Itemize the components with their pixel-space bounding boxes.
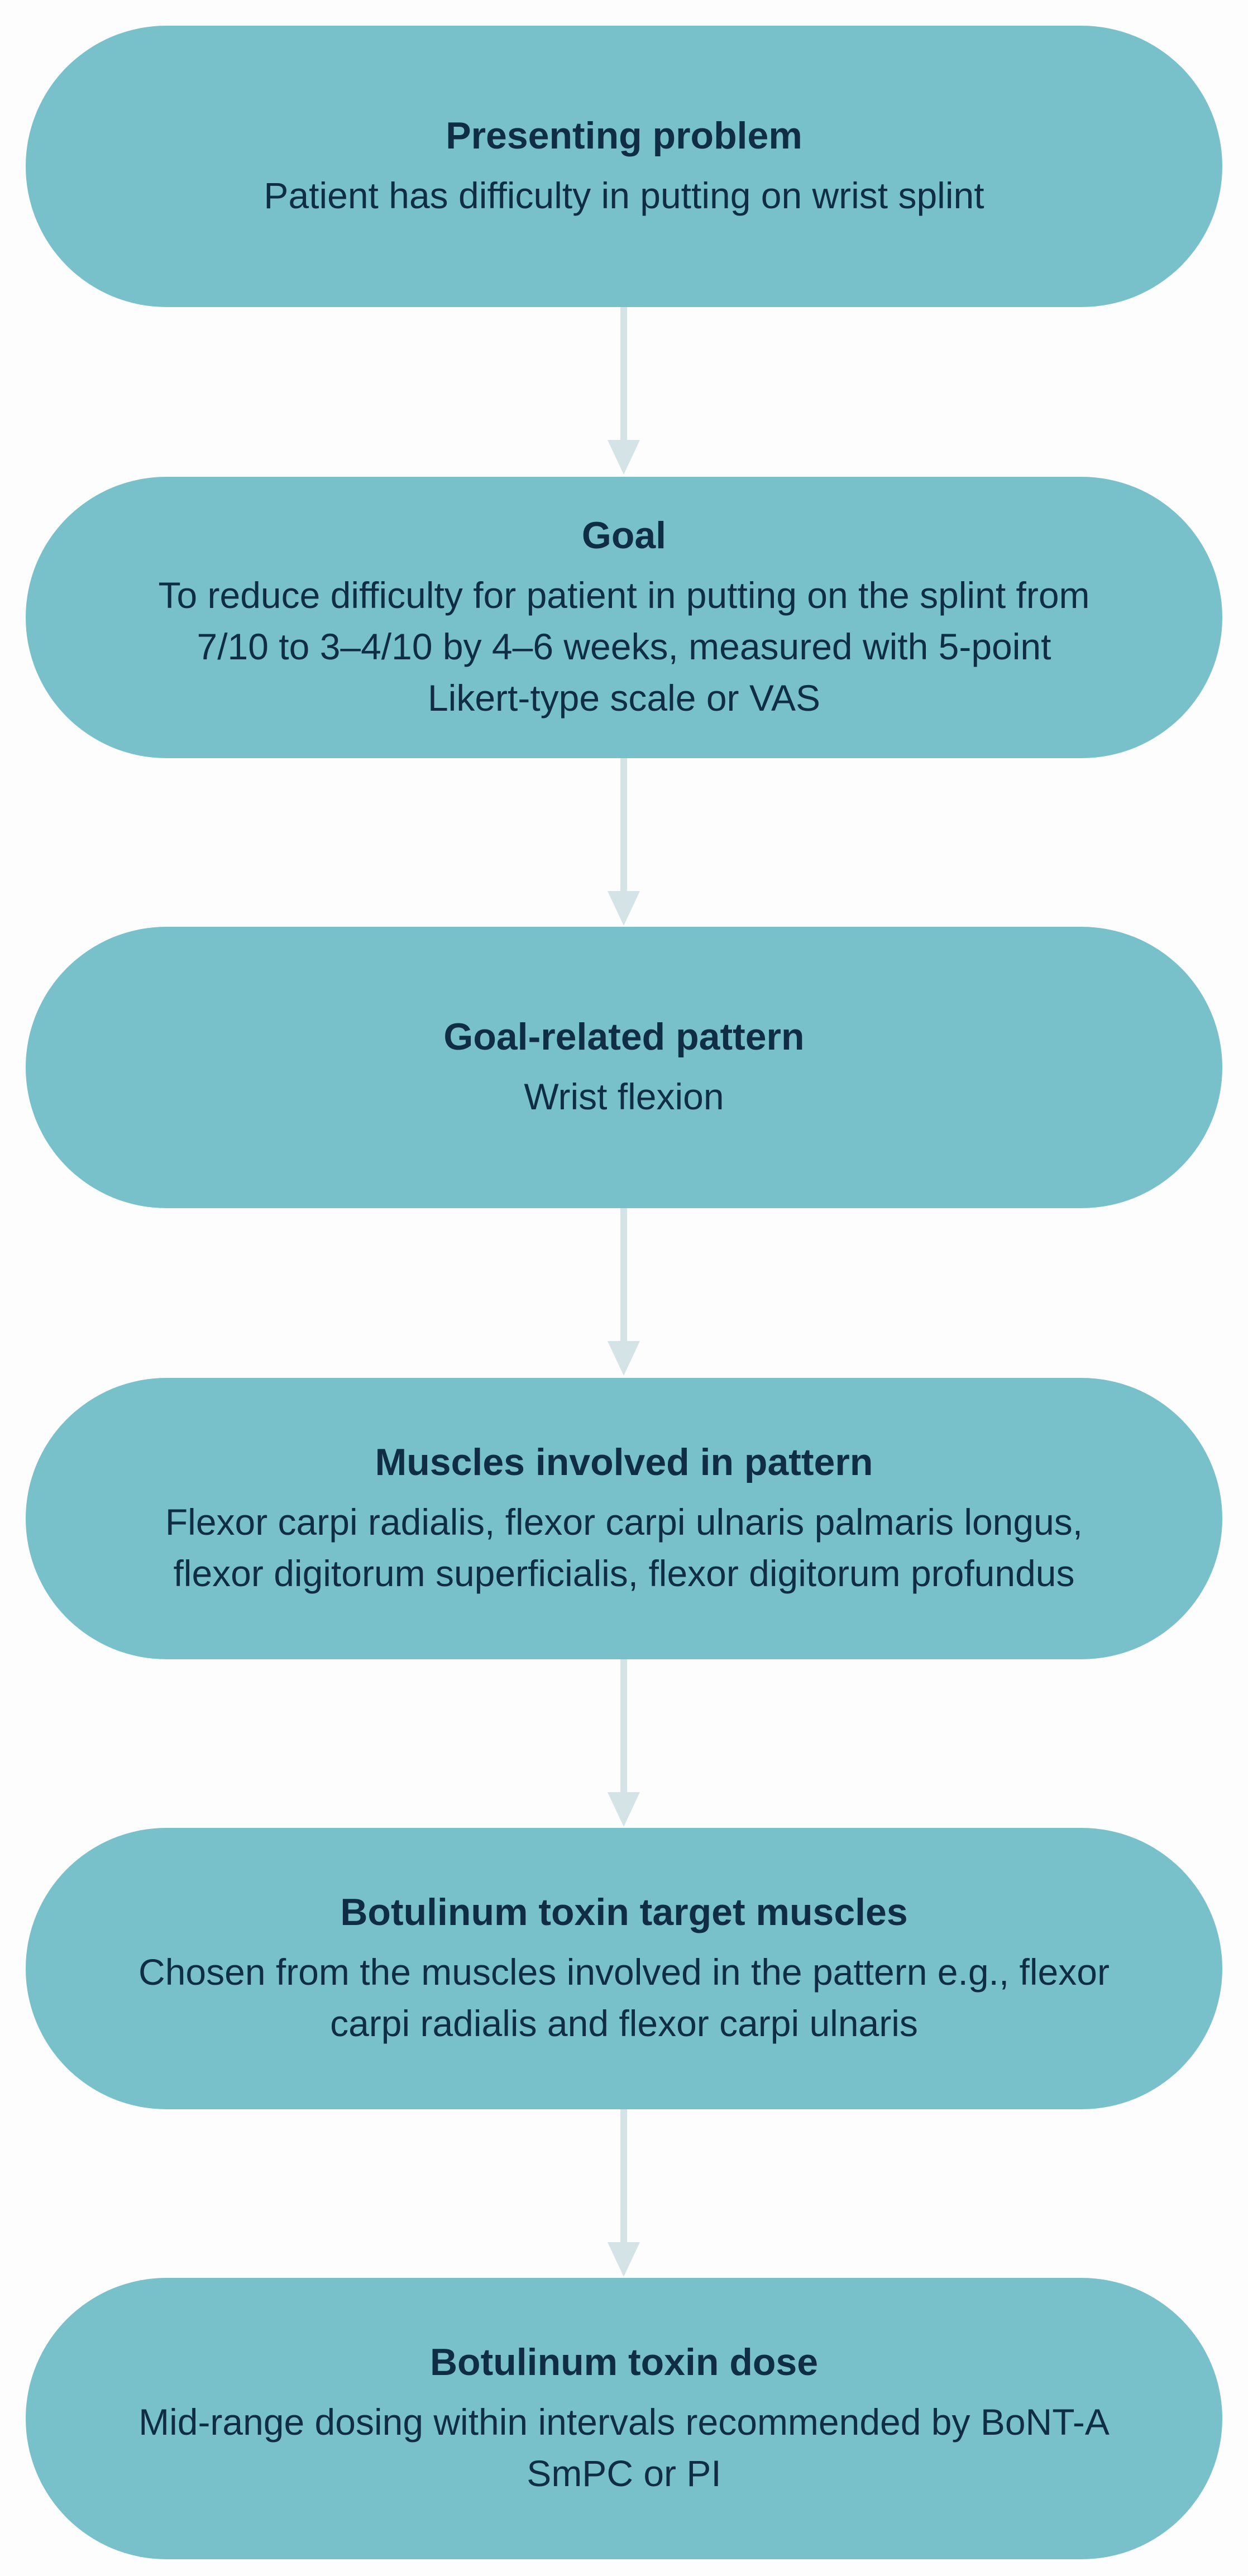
step-goal: Goal To reduce difficulty for patient in… [26,477,1222,758]
arrow-down-icon [608,307,640,475]
step-text: Mid-range dosing within intervals recomm… [138,2401,1110,2494]
step-title: Botulinum toxin dose [429,2341,819,2383]
step-toxin-dose: Botulinum toxin dose Mid-range dosing wi… [26,2278,1222,2559]
step-text: Chosen from the muscles involved in the … [138,1951,1110,2044]
arrow-down-icon [608,1659,640,1827]
step-title: Botulinum toxin target muscles [340,1891,908,1933]
step-text: To reduce difficulty for patient in putt… [158,574,1090,719]
step-text: Flexor carpi radialis, flexor carpi ulna… [165,1501,1083,1594]
step-title: Presenting problem [446,114,802,157]
arrow-down-icon [608,1208,640,1376]
step-text: Wrist flexion [524,1076,724,1117]
step-presenting-problem: Presenting problem Patient has difficult… [26,26,1222,307]
step-target-muscles: Botulinum toxin target muscles Chosen fr… [26,1828,1222,2109]
step-muscles-involved: Muscles involved in pattern Flexor carpi… [26,1378,1222,1659]
step-text: Patient has difficulty in putting on wri… [264,175,984,216]
step-goal-related-pattern: Goal-related pattern Wrist flexion [26,927,1222,1208]
step-title: Goal-related pattern [443,1016,805,1058]
step-title: Goal [581,514,667,557]
step-title: Muscles involved in pattern [375,1441,873,1483]
arrow-down-icon [608,2109,640,2277]
arrow-down-icon [608,758,640,926]
